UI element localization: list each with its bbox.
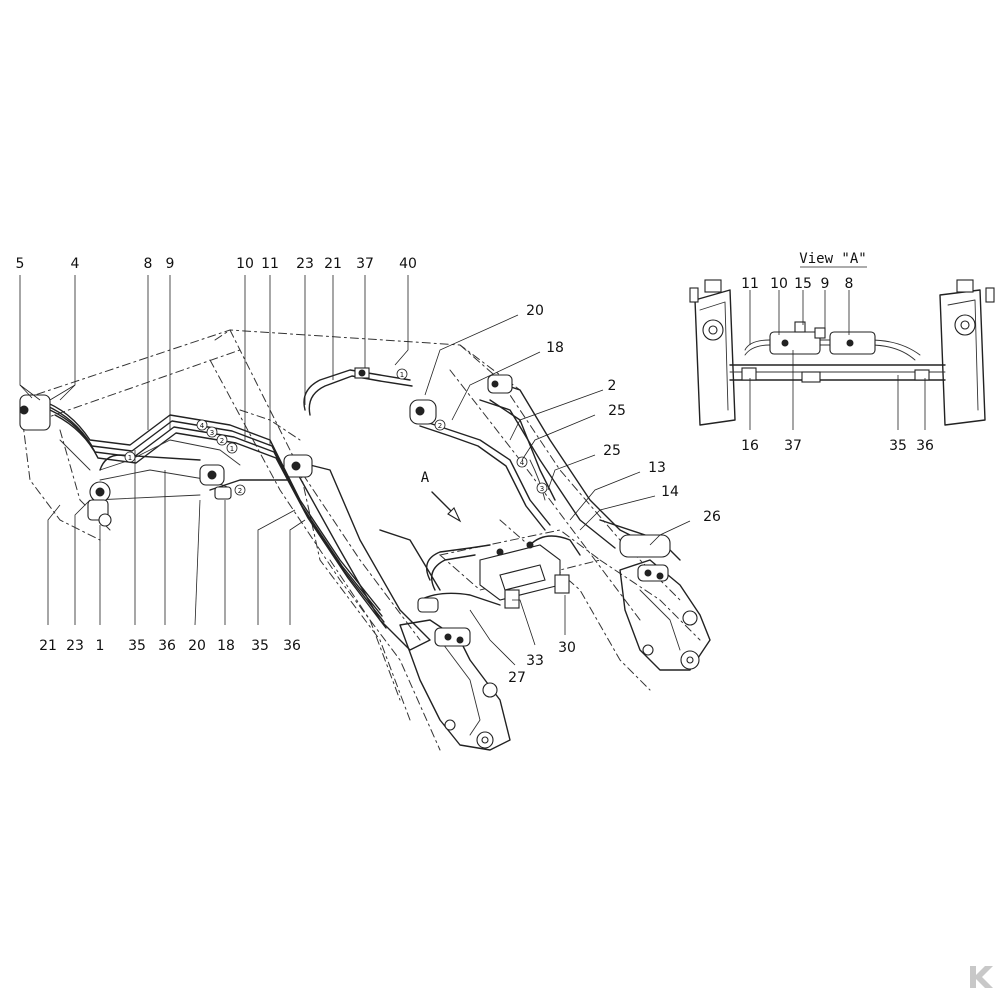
callout-21-bottom: 21 (39, 638, 57, 654)
callout-2: 2 (608, 378, 617, 394)
hose-marker-4: 4 (196, 419, 208, 431)
callout-5: 5 (16, 256, 25, 272)
callout-36-a: 36 (158, 638, 176, 654)
view-a-arrow: A (421, 470, 462, 523)
view-a-callout-16: 16 (741, 438, 759, 454)
svg-text:1: 1 (230, 445, 234, 453)
hose-marker-2b: 2 (216, 434, 228, 446)
hose-marker-2: 2 (234, 484, 246, 496)
right-front-bracket (619, 559, 711, 671)
view-a-inset: View "A" (689, 251, 995, 454)
view-a-callout-15: 15 (794, 276, 812, 292)
view-a-callout-35: 35 (889, 438, 907, 454)
svg-text:2: 2 (438, 422, 442, 430)
callout-36-b: 36 (283, 638, 301, 654)
svg-text:4: 4 (200, 422, 205, 430)
callout-37: 37 (356, 256, 374, 272)
leader-lines-main (19, 275, 691, 666)
view-a-callout-11: 11 (741, 276, 759, 292)
callout-8: 8 (144, 256, 153, 272)
view-a-callout-9: 9 (821, 276, 830, 292)
hose-marker-1b: 1 (226, 442, 238, 454)
callout-11: 11 (261, 256, 279, 272)
hose-marker-3: 3 (206, 426, 218, 438)
left-boom-cylinder (283, 454, 441, 651)
svg-text:4: 4 (520, 459, 525, 467)
callouts-main: 5 4 8 9 10 11 23 21 37 40 20 18 2 25 25 … (16, 256, 721, 686)
svg-text:3: 3 (210, 429, 214, 437)
callout-26: 26 (703, 509, 721, 525)
hose-marker-3b: 3 (536, 482, 548, 494)
callout-1: 1 (96, 638, 105, 654)
view-a-callout-8: 8 (845, 276, 854, 292)
callout-23-bottom: 23 (66, 638, 84, 654)
hose-marker-1: 1 (124, 451, 136, 463)
callout-18-bottom: 18 (217, 638, 235, 654)
control-valve (417, 529, 602, 613)
view-a-callout-36: 36 (916, 438, 934, 454)
callout-21-top: 21 (324, 256, 342, 272)
view-a-title: View "A" (799, 251, 866, 267)
svg-text:1: 1 (400, 371, 404, 379)
svg-text:3: 3 (540, 485, 544, 493)
hose-bundle-left (39, 399, 387, 629)
svg-text:A: A (421, 470, 430, 486)
callout-20-bottom: 20 (188, 638, 206, 654)
hose-marker-1c: 1 (396, 368, 408, 380)
hose-markers: 1 2 4 3 2 1 1 2 (124, 368, 548, 496)
hose-top (303, 367, 413, 416)
callout-4: 4 (71, 256, 80, 272)
callout-33: 33 (526, 653, 544, 669)
callout-25-a: 25 (608, 403, 626, 419)
svg-text:2: 2 (220, 437, 224, 445)
callout-14: 14 (661, 484, 679, 500)
callout-40: 40 (399, 256, 417, 272)
left-end-fittings (19, 394, 232, 527)
view-a-callout-37: 37 (784, 438, 802, 454)
svg-text:2: 2 (238, 487, 242, 495)
callout-9: 9 (166, 256, 175, 272)
callout-20-right: 20 (526, 303, 544, 319)
left-front-bracket (399, 619, 511, 751)
svg-text:1: 1 (128, 454, 132, 462)
callout-35-a: 35 (128, 638, 146, 654)
callout-25-b: 25 (603, 443, 621, 459)
hose-marker-4b: 4 (516, 456, 528, 468)
callout-35-b: 35 (251, 638, 269, 654)
callout-13: 13 (648, 460, 666, 476)
callout-27: 27 (508, 670, 526, 686)
callout-23-top: 23 (296, 256, 314, 272)
brand-logo-icon (970, 966, 993, 988)
callout-10: 10 (236, 256, 254, 272)
hose-marker-2c: 2 (434, 419, 446, 431)
callout-18-right: 18 (546, 340, 564, 356)
callout-30: 30 (558, 640, 576, 656)
view-a-callout-10: 10 (770, 276, 788, 292)
hose-center-right (409, 399, 556, 531)
